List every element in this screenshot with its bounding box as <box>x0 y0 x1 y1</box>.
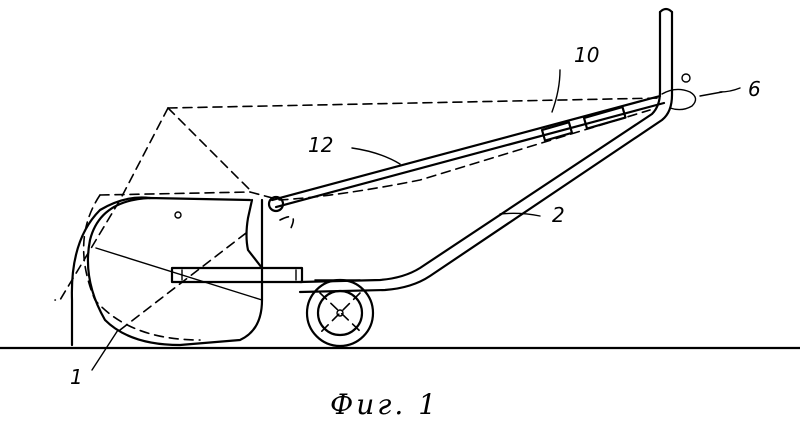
grip-attachment <box>661 73 723 111</box>
dashed-positions <box>54 97 661 341</box>
label-part-6: 6 <box>748 77 761 101</box>
leader-lines <box>91 69 741 371</box>
figure-caption: Фиг. 1 <box>330 388 439 421</box>
label-part-10: 10 <box>574 43 599 67</box>
label-part-2: 2 <box>552 203 565 227</box>
wheel <box>305 278 375 348</box>
label-part-12: 12 <box>308 133 333 157</box>
label-part-1: 1 <box>70 365 83 389</box>
handle-frame <box>170 7 674 294</box>
digging-head <box>70 196 264 347</box>
control-rod <box>267 94 666 213</box>
